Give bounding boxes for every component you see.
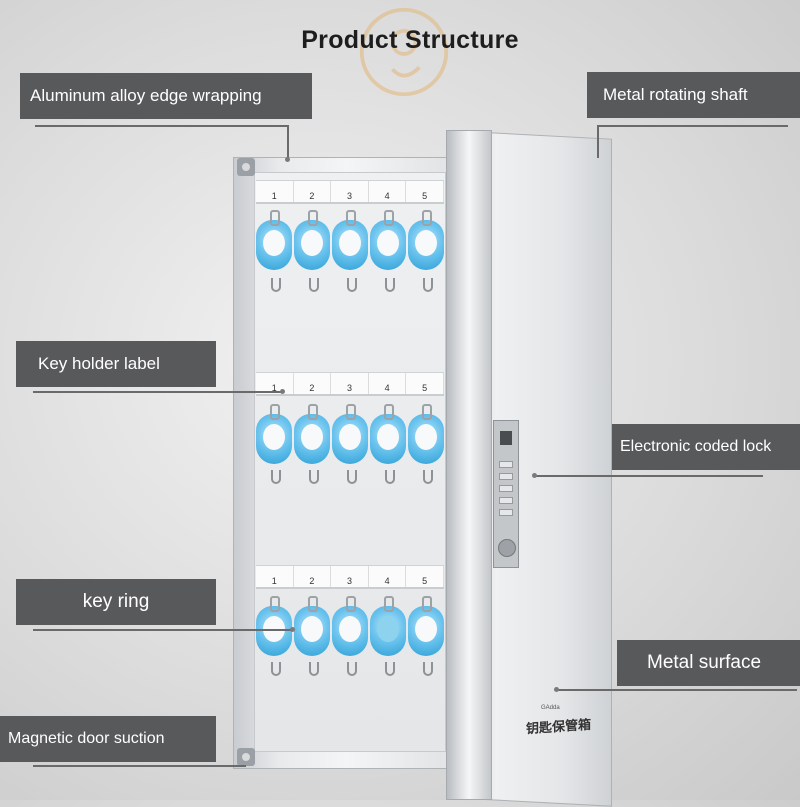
watermark-logo <box>359 7 449 97</box>
key-fob <box>256 210 292 270</box>
lock-knob <box>498 539 516 557</box>
electronic-lock-keypad <box>493 420 519 568</box>
key-hook <box>423 470 433 484</box>
label-key-holder: Key holder label <box>16 341 216 387</box>
keypad-button <box>499 473 513 480</box>
leader-line <box>598 125 788 127</box>
key-fob <box>370 404 406 464</box>
key-fob <box>256 404 292 464</box>
key-hook <box>271 470 281 484</box>
key-fob <box>332 596 368 656</box>
key-hook <box>347 662 357 676</box>
key-fob <box>332 404 368 464</box>
leader-line <box>33 629 291 631</box>
brand-logo-text: GAdda <box>541 705 560 711</box>
leader-line <box>597 125 599 158</box>
key-hook <box>347 470 357 484</box>
leader-line <box>535 475 763 477</box>
leader-dot <box>280 389 285 394</box>
key-fob <box>294 596 330 656</box>
key-fob <box>408 596 444 656</box>
leader-dot <box>290 627 295 632</box>
key-hook <box>385 470 395 484</box>
leader-dot <box>285 157 290 162</box>
key-hook <box>347 278 357 292</box>
corner-cap-bottom <box>237 748 255 766</box>
leader-line <box>287 125 289 159</box>
key-fob <box>294 210 330 270</box>
key-hook <box>385 278 395 292</box>
key-hook <box>309 662 319 676</box>
key-fob <box>408 404 444 464</box>
key-hook <box>271 278 281 292</box>
key-hook <box>309 278 319 292</box>
key-hook <box>309 470 319 484</box>
key-hook <box>385 662 395 676</box>
key-fob <box>370 596 406 656</box>
keypad-button <box>499 509 513 516</box>
key-fob <box>332 210 368 270</box>
keypad-button <box>499 485 513 492</box>
leader-line <box>557 689 797 691</box>
key-hook <box>423 662 433 676</box>
keypad-button <box>499 461 513 468</box>
leader-dot <box>554 687 559 692</box>
key-fob <box>408 210 444 270</box>
lock-display <box>500 431 512 445</box>
label-metal-surface: Metal surface <box>617 640 800 686</box>
label-rotating-shaft: Metal rotating shaft <box>587 72 800 118</box>
key-fob <box>294 404 330 464</box>
leader-line <box>33 391 281 393</box>
key-hook <box>271 662 281 676</box>
key-fob <box>256 596 292 656</box>
door-hinge-edge <box>446 130 492 800</box>
leader-line <box>35 125 288 127</box>
leader-dot <box>532 473 537 478</box>
leader-line <box>33 765 246 767</box>
label-aluminum-edge: Aluminum alloy edge wrapping <box>20 73 312 119</box>
keypad-button <box>499 497 513 504</box>
page-title: Product Structure <box>301 26 519 54</box>
key-fob <box>370 210 406 270</box>
label-key-ring: key ring <box>16 579 216 625</box>
corner-cap-top <box>237 158 255 176</box>
label-magnetic-door: Magnetic door suction <box>0 716 216 762</box>
key-hook <box>423 278 433 292</box>
label-electronic-lock: Electronic coded lock <box>612 424 800 470</box>
